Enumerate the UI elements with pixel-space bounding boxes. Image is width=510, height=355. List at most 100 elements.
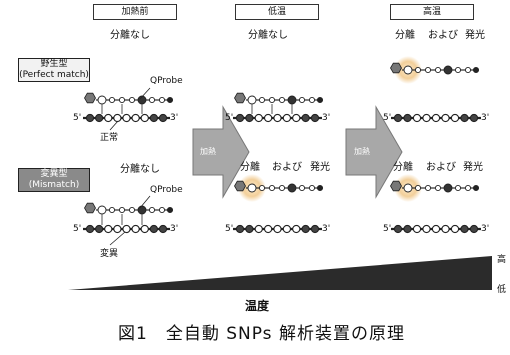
three-prime-label: 3' (322, 224, 331, 234)
quencher-hexagon (234, 180, 246, 192)
strand-base (149, 113, 159, 123)
strand-base (94, 113, 104, 123)
strand-base (393, 113, 403, 123)
strand-base (282, 224, 292, 234)
mutant-type-sub: (Mismatch) (28, 180, 80, 190)
axis-high-label: 高 (497, 255, 507, 265)
probe-base (148, 96, 156, 104)
strand-base (122, 113, 131, 123)
mutant-pointer (109, 231, 126, 246)
strand-base (412, 113, 422, 123)
strand-base (431, 113, 441, 123)
strand-base (85, 113, 95, 123)
temperature-wedge (68, 256, 492, 290)
probe-base (414, 184, 422, 192)
quencher-hexagon (84, 92, 96, 104)
strand-base (460, 113, 469, 123)
no-separation-label: 分離なし (110, 30, 150, 41)
glow-label: 発光 (463, 162, 483, 173)
strand-base (403, 113, 412, 123)
strand-base (441, 113, 450, 123)
probe-base (403, 65, 413, 75)
probe-base (166, 96, 174, 104)
probe-base (454, 184, 462, 192)
glow-label: 発光 (310, 162, 330, 173)
probe-base (278, 184, 286, 192)
no-separation-label: 分離なし (248, 30, 288, 41)
strand-base (131, 224, 140, 234)
temperature-axis-label: 温度 (245, 299, 270, 313)
probe-base (287, 95, 297, 105)
probe-base (268, 96, 276, 104)
strand-base (273, 113, 282, 123)
qprobe-pointer (139, 87, 151, 100)
strand-base (245, 224, 254, 234)
probe-base (278, 96, 286, 104)
separation-label: 分離 (395, 30, 415, 41)
probe-base (97, 205, 107, 215)
strand-base (441, 224, 450, 234)
probe-base (298, 184, 306, 192)
probe-base (148, 206, 156, 214)
probe-base (137, 205, 147, 215)
quencher-hexagon (84, 202, 96, 214)
strand-base (263, 113, 273, 123)
strand-base (431, 224, 441, 234)
strand-base (149, 224, 159, 234)
probe-base (118, 96, 126, 104)
strand-base (422, 113, 431, 123)
strand-base (140, 113, 149, 123)
probe-base (128, 96, 136, 104)
strand-base (292, 224, 301, 234)
strand-base (301, 224, 310, 234)
strand-base (104, 224, 113, 234)
probe-base (454, 66, 462, 74)
strand-base (104, 113, 113, 123)
probe-base (316, 96, 324, 104)
probe-base (158, 96, 166, 104)
no-separation-label: 分離なし (120, 164, 160, 175)
probe-base (316, 184, 324, 192)
probe-base (247, 183, 257, 193)
strand-base (292, 113, 301, 123)
probe-base (403, 183, 413, 193)
probe-base (108, 206, 116, 214)
glow-label: 発光 (465, 30, 485, 41)
strand-base (393, 224, 403, 234)
strand-base (94, 224, 104, 234)
probe-base (434, 184, 442, 192)
probe-base (158, 206, 166, 214)
axis-low-label: 低 (497, 285, 507, 295)
probe-base (166, 206, 174, 214)
quencher-hexagon (390, 62, 402, 74)
and-label: および (426, 162, 456, 173)
strand-base (158, 113, 168, 123)
three-prime-label: 3' (170, 113, 179, 123)
qprobe-label: QProbe (150, 185, 183, 195)
strand-base (113, 224, 122, 234)
probe-base (108, 96, 116, 104)
probe-base (424, 184, 432, 192)
five-prime-label: 5' (73, 224, 82, 234)
three-prime-label: 3' (322, 113, 331, 123)
strand-base (254, 224, 263, 234)
probe-base (287, 183, 297, 193)
strand-base (122, 224, 131, 234)
probe-base (128, 206, 136, 214)
normal-pointer (109, 120, 119, 131)
strand-base (235, 224, 245, 234)
strand-base (460, 224, 469, 234)
figure-caption: 図1 全自動 SNPs 解析装置の原理 (118, 324, 405, 344)
strand-base (403, 224, 412, 234)
wild-type-sub: (Perfect match) (19, 70, 89, 80)
probe-base (258, 96, 266, 104)
strand-base (282, 113, 292, 123)
separation-label: 分離 (393, 162, 413, 173)
five-prime-label: 5' (383, 113, 392, 123)
strand-base (235, 113, 245, 123)
strand-base (450, 113, 460, 123)
heating-arrow (345, 105, 403, 199)
probe-base (443, 183, 453, 193)
strand-base (113, 113, 122, 123)
